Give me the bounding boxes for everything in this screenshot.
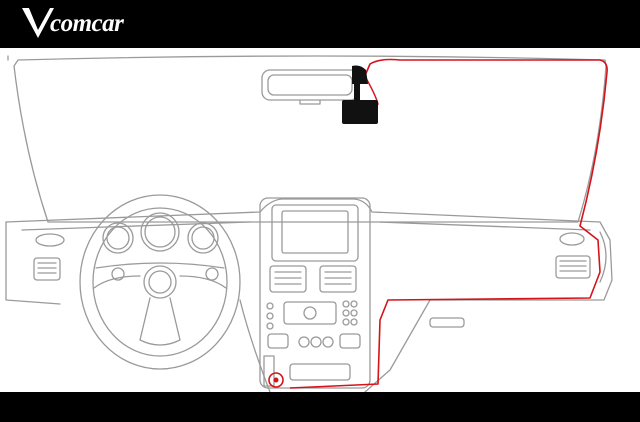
power-cable bbox=[289, 58, 608, 389]
v-logo-icon bbox=[22, 8, 54, 38]
center-console bbox=[259, 197, 371, 389]
dash-camera-icon bbox=[342, 65, 378, 124]
windshield-outline bbox=[13, 55, 607, 223]
rearview-mirror-icon bbox=[261, 69, 359, 105]
dashboard-drawing bbox=[5, 55, 613, 392]
installation-diagram bbox=[0, 48, 640, 392]
power-socket-icon bbox=[268, 372, 284, 388]
left-vent bbox=[33, 257, 61, 281]
steering-wheel-icon bbox=[79, 194, 241, 370]
top-banner: comcar bbox=[0, 0, 640, 48]
dashboard-outline bbox=[5, 198, 613, 392]
brand-logo: comcar bbox=[20, 6, 124, 40]
bottom-banner bbox=[0, 392, 640, 422]
brand-name: comcar bbox=[50, 10, 124, 37]
right-vent bbox=[555, 255, 591, 279]
